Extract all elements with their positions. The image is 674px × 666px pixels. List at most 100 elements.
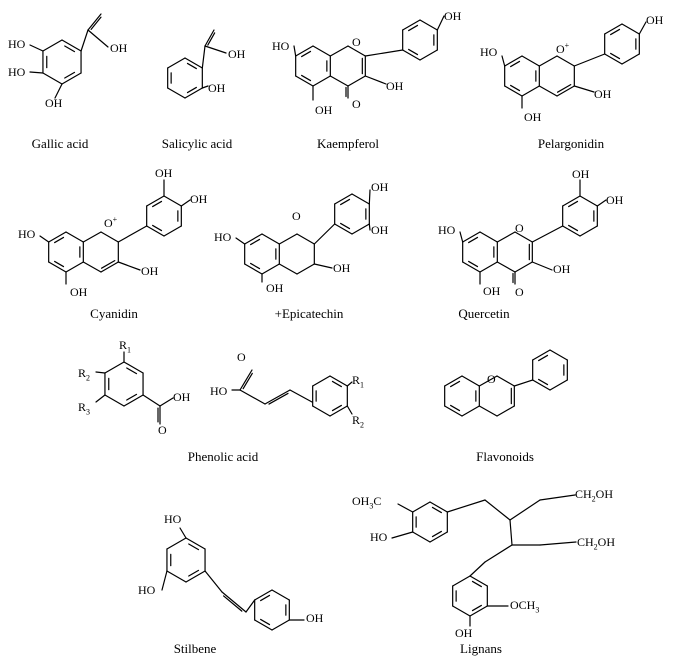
- bond: [278, 263, 298, 275]
- bond: [496, 375, 515, 387]
- bond: [186, 86, 197, 94]
- bond: [245, 599, 256, 613]
- bond: [568, 200, 579, 208]
- bond: [250, 238, 261, 246]
- bond: [509, 519, 513, 546]
- bond: [450, 404, 461, 412]
- bond: [538, 55, 558, 67]
- bond: [313, 223, 336, 245]
- bond: [461, 375, 480, 387]
- bond: [478, 375, 498, 387]
- bond: [166, 537, 187, 550]
- bond: [126, 393, 138, 401]
- bond: [573, 53, 606, 67]
- bond: [167, 87, 186, 99]
- bond: [539, 494, 576, 501]
- quercetin-ring-o: O: [515, 221, 524, 235]
- epicatechin-ho: HO: [214, 230, 232, 244]
- bond: [538, 378, 549, 386]
- bond: [293, 45, 297, 57]
- bond: [419, 19, 438, 31]
- bond: [408, 24, 419, 32]
- bond: [531, 225, 564, 243]
- bond: [347, 75, 366, 87]
- bond: [42, 39, 63, 52]
- bond: [289, 389, 313, 403]
- lignan-och3-bottom: OCH3: [510, 598, 540, 615]
- bond: [239, 369, 253, 391]
- phenolic-r3: R3: [78, 400, 91, 417]
- bond: [562, 225, 581, 237]
- bond: [579, 195, 598, 207]
- bond: [471, 604, 482, 612]
- bond: [431, 530, 442, 538]
- bond: [65, 231, 84, 243]
- bond: [87, 13, 102, 31]
- cinnamic-ho: HO: [210, 384, 228, 398]
- bond: [459, 231, 464, 243]
- bond: [142, 394, 161, 407]
- bond: [64, 45, 76, 53]
- cyanidin-oh-4p: OH: [190, 192, 208, 206]
- bond: [188, 543, 200, 551]
- bond: [278, 233, 298, 245]
- bond: [222, 595, 243, 612]
- bond: [312, 405, 331, 417]
- bond: [334, 223, 353, 235]
- bond: [329, 45, 349, 57]
- bond: [610, 28, 621, 36]
- bond: [146, 195, 165, 207]
- bond: [568, 224, 579, 232]
- bond: [562, 195, 581, 207]
- bonds: [29, 13, 647, 631]
- bond: [39, 235, 50, 243]
- bond: [351, 193, 370, 205]
- epicatechin-oh-3: OH: [333, 261, 351, 275]
- label-phenolic-acid: Phenolic acid: [187, 449, 259, 464]
- bond: [431, 506, 442, 514]
- bond: [188, 569, 200, 577]
- bond: [402, 49, 421, 61]
- bond: [166, 570, 187, 583]
- bond: [271, 589, 290, 601]
- bond: [469, 561, 486, 577]
- bond: [539, 541, 577, 546]
- bond: [100, 260, 116, 269]
- bond: [261, 233, 280, 245]
- bond: [54, 83, 63, 99]
- quercetin-oh-5: OH: [483, 284, 501, 298]
- bond: [504, 55, 523, 67]
- bond: [271, 619, 290, 631]
- bond: [531, 261, 553, 271]
- gallic-ho-2: HO: [8, 65, 26, 79]
- bond: [347, 45, 366, 57]
- bond: [221, 591, 247, 613]
- lignan-och3-top: OH3C: [352, 494, 382, 511]
- label-pelargonidin: Pelargonidin: [537, 136, 605, 151]
- quercetin-oh-3p: OH: [572, 167, 590, 181]
- bond: [351, 223, 370, 235]
- bond: [65, 261, 84, 273]
- bond: [313, 263, 333, 269]
- bond: [163, 225, 182, 237]
- bond: [496, 261, 516, 273]
- bond: [152, 200, 163, 208]
- bond: [126, 367, 138, 375]
- bond: [82, 261, 102, 273]
- bond: [479, 231, 498, 243]
- kaempferol-carbonyl-o: O: [352, 97, 361, 111]
- bond: [621, 53, 640, 65]
- phenolic-r2: R2: [78, 366, 91, 383]
- bond: [54, 260, 65, 268]
- bond: [368, 189, 371, 205]
- bond: [268, 392, 289, 405]
- bond: [549, 379, 568, 391]
- bond: [312, 45, 331, 57]
- bond: [638, 21, 647, 35]
- bond: [301, 74, 312, 82]
- bond: [397, 503, 414, 513]
- flavonoid-ring-o: O: [487, 372, 496, 386]
- gallic-oh-3: OH: [45, 96, 63, 110]
- bond: [42, 72, 63, 85]
- bond: [152, 224, 163, 232]
